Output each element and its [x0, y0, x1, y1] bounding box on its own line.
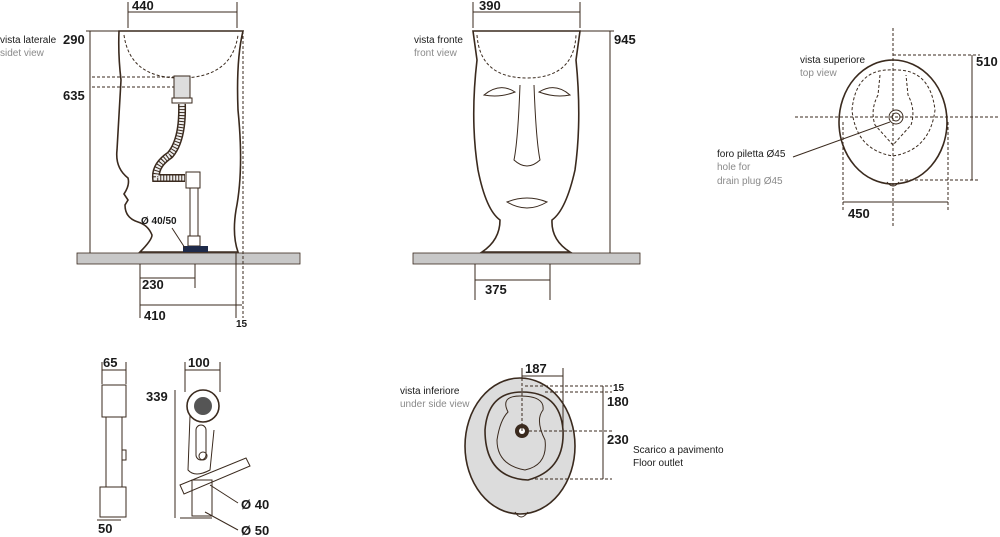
side-view-label-en: sidet view: [0, 48, 45, 59]
right-eye: [537, 87, 572, 97]
front-view-label-en: front view: [414, 48, 458, 59]
dim-under-to-outlet: 180: [607, 394, 629, 409]
dim-under-edge: 15: [613, 383, 625, 394]
outlet-label-en: Floor outlet: [633, 458, 683, 469]
under-view-label-en: under side view: [400, 399, 470, 410]
dim-base-depth: 410: [144, 308, 166, 323]
top-view-label-it: vista superiore: [800, 55, 865, 66]
outlet-label-it: Scarico a pavimento: [633, 445, 724, 456]
dim-base-width: 375: [485, 282, 507, 297]
hole-label-en-2: drain plug Ø45: [717, 176, 783, 187]
dim-siphon-side: 65: [103, 355, 117, 370]
dim-top-width: 450: [848, 206, 870, 221]
top-view-label-en: top view: [800, 68, 837, 79]
dim-pipe-50: Ø 50: [241, 523, 269, 537]
under-view: 187 15 180 230 Scarico a pavimento Floor…: [400, 361, 724, 518]
pipe-diameter-label: Ø 40/50: [141, 216, 177, 227]
drain-siphon: [151, 75, 208, 252]
dim-top-depth: 510: [976, 54, 998, 69]
dim-pipe-40: Ø 40: [241, 497, 269, 512]
drain-hole: [888, 109, 904, 125]
dim-width: 440: [132, 0, 154, 13]
dim-front-width: 390: [479, 0, 501, 13]
under-view-label-it: vista inferiore: [400, 386, 460, 397]
nose: [513, 84, 541, 167]
bowl-hidden: [123, 34, 239, 79]
left-eye: [482, 87, 517, 97]
dim-siphon-height: 339: [146, 389, 168, 404]
top-view: vista superiore top view foro piletta Ø4…: [717, 28, 1000, 228]
lips: [505, 197, 549, 209]
side-view-label-it: vista laterale: [0, 35, 57, 46]
dim-overhang: 15: [236, 319, 248, 330]
dim-under-offset: 187: [525, 361, 547, 376]
dim-siphon-base: 50: [98, 521, 112, 536]
dim-siphon-front: 100: [188, 355, 210, 370]
front-view-label-it: vista fronte: [414, 35, 463, 46]
dim-under-outlet-back: 230: [607, 432, 629, 447]
siphon-detail: 65 50 100 339 Ø 40 Ø 50: [97, 355, 269, 537]
face-outline: [472, 30, 581, 253]
dim-bowl-depth: 290: [63, 32, 85, 47]
floor: [76, 252, 301, 265]
hole-label-en-1: hole for: [717, 162, 751, 173]
dim-outlet-offset: 230: [142, 277, 164, 292]
base-ring: [484, 391, 564, 481]
under-outline: [464, 377, 576, 515]
floor: [412, 252, 641, 265]
front-view: 390 945 vista fronte front view 375: [412, 0, 641, 300]
inner-recess: [496, 395, 546, 471]
side-view: Ø 40/50 440 290 635 vista laterale sidet…: [0, 0, 301, 330]
dim-height: 945: [614, 32, 636, 47]
hole-label-it: foro piletta Ø45: [717, 149, 786, 160]
dim-drain-height: 635: [63, 88, 85, 103]
basin-outline: [838, 59, 948, 185]
side-profile: [115, 30, 245, 253]
